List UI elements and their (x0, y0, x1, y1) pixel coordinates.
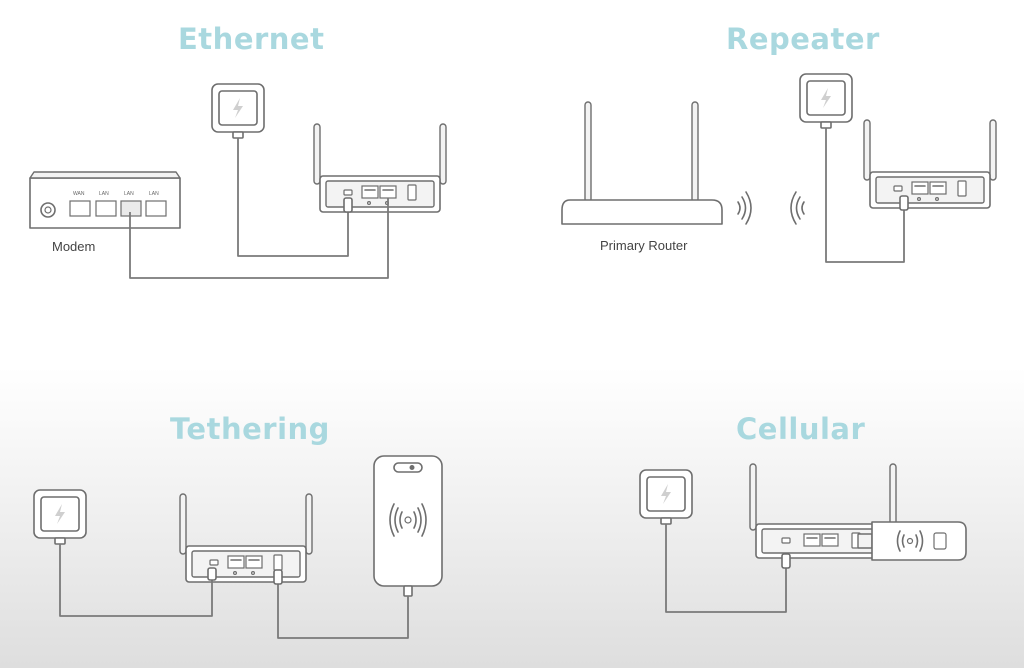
travel-router (863, 119, 997, 209)
wifi-signal-icon (737, 191, 805, 225)
power-adapter-icon (211, 83, 265, 139)
modem-label: Modem (52, 239, 96, 254)
ethernet-diagram: WAN LAN LAN LAN (29, 83, 447, 279)
port-label-wan: WAN (73, 191, 85, 197)
section-title-ethernet: Ethernet (178, 22, 325, 56)
travel-router (313, 123, 447, 213)
power-cable (825, 128, 905, 263)
usb-cable (277, 584, 409, 639)
power-adapter-icon (639, 469, 693, 525)
power-adapter-icon (799, 73, 853, 129)
port-label-lan-3: LAN (149, 191, 159, 197)
repeater-diagram (561, 73, 997, 263)
power-cable (237, 138, 349, 257)
primary-router-label: Primary Router (600, 238, 688, 253)
section-title-repeater: Repeater (726, 22, 880, 56)
smartphone (373, 455, 443, 597)
section-title-cellular: Cellular (736, 412, 866, 446)
port-label-lan-2: LAN (124, 191, 134, 197)
power-cable (665, 524, 787, 613)
modem: WAN LAN LAN LAN (29, 171, 181, 229)
tethering-diagram (33, 455, 443, 639)
power-cable (59, 544, 213, 617)
travel-router (749, 463, 897, 559)
travel-router (179, 493, 313, 583)
primary-router (561, 101, 723, 225)
power-adapter-icon (33, 489, 87, 545)
port-label-lan-1: LAN (99, 191, 109, 197)
cellular-diagram (639, 463, 967, 613)
ethernet-cable (129, 198, 389, 279)
usb-cellular-modem (857, 521, 967, 561)
section-title-tethering: Tethering (170, 412, 330, 446)
